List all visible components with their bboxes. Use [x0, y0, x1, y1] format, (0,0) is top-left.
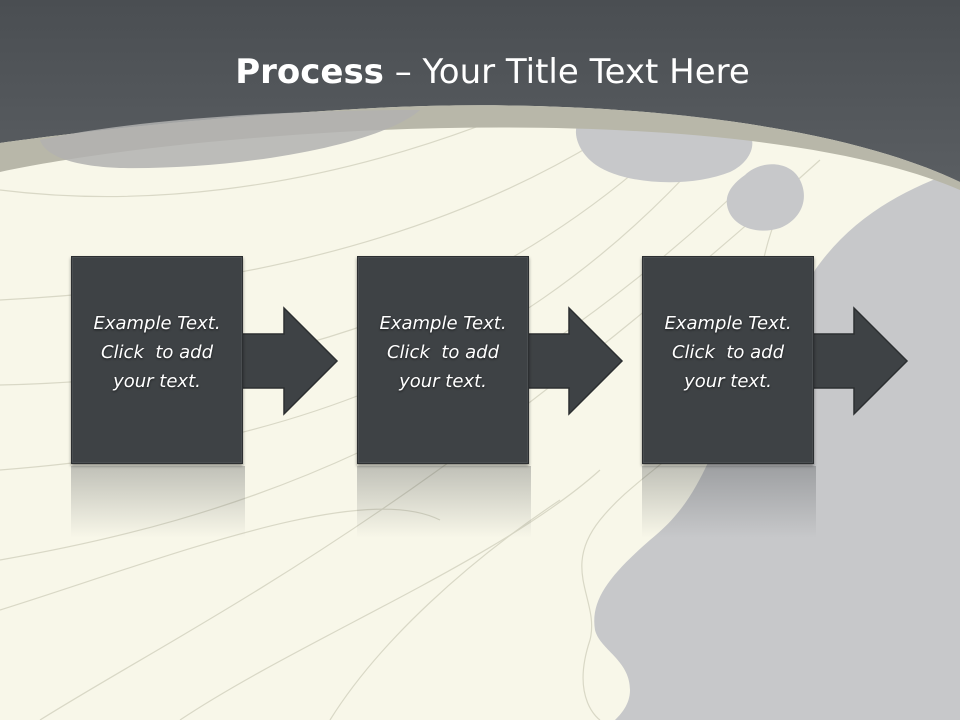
step-3-box[interactable]: Example Text. Click to add your text. [642, 256, 814, 464]
step-3-line-2: Click to add [671, 341, 784, 363]
step-1-box[interactable]: Example Text. Click to add your text. [71, 256, 243, 464]
step-3-line-3: your text. [684, 370, 772, 392]
step-1-line-3: your text. [113, 370, 201, 392]
silhouette-blob [726, 164, 804, 231]
step-3-text: Example Text. Click to add your text. [648, 309, 808, 396]
header-shadow [40, 110, 420, 169]
step-1-reflection [71, 466, 245, 538]
step-3-arrow [807, 306, 909, 416]
step-1-line-1: Example Text. [93, 312, 221, 334]
step-3-line-1: Example Text. [664, 312, 792, 334]
title-light: – Your Title Text Here [383, 52, 750, 92]
step-2-line-1: Example Text. [379, 312, 507, 334]
title-strong: Process [235, 52, 384, 92]
step-2-reflection [357, 466, 531, 538]
step-2-line-3: your text. [399, 370, 487, 392]
step-2-line-2: Click to add [386, 341, 499, 363]
step-1-arrow [237, 306, 339, 416]
step-3-reflection [642, 466, 816, 538]
step-2-box[interactable]: Example Text. Click to add your text. [357, 256, 529, 464]
header-band [0, 0, 960, 182]
step-1-line-2: Click to add [100, 341, 213, 363]
slide-title: Process – Your Title Text Here [0, 52, 960, 92]
step-2-text: Example Text. Click to add your text. [363, 309, 523, 396]
step-1-text: Example Text. Click to add your text. [77, 309, 237, 396]
step-2-arrow [522, 306, 624, 416]
